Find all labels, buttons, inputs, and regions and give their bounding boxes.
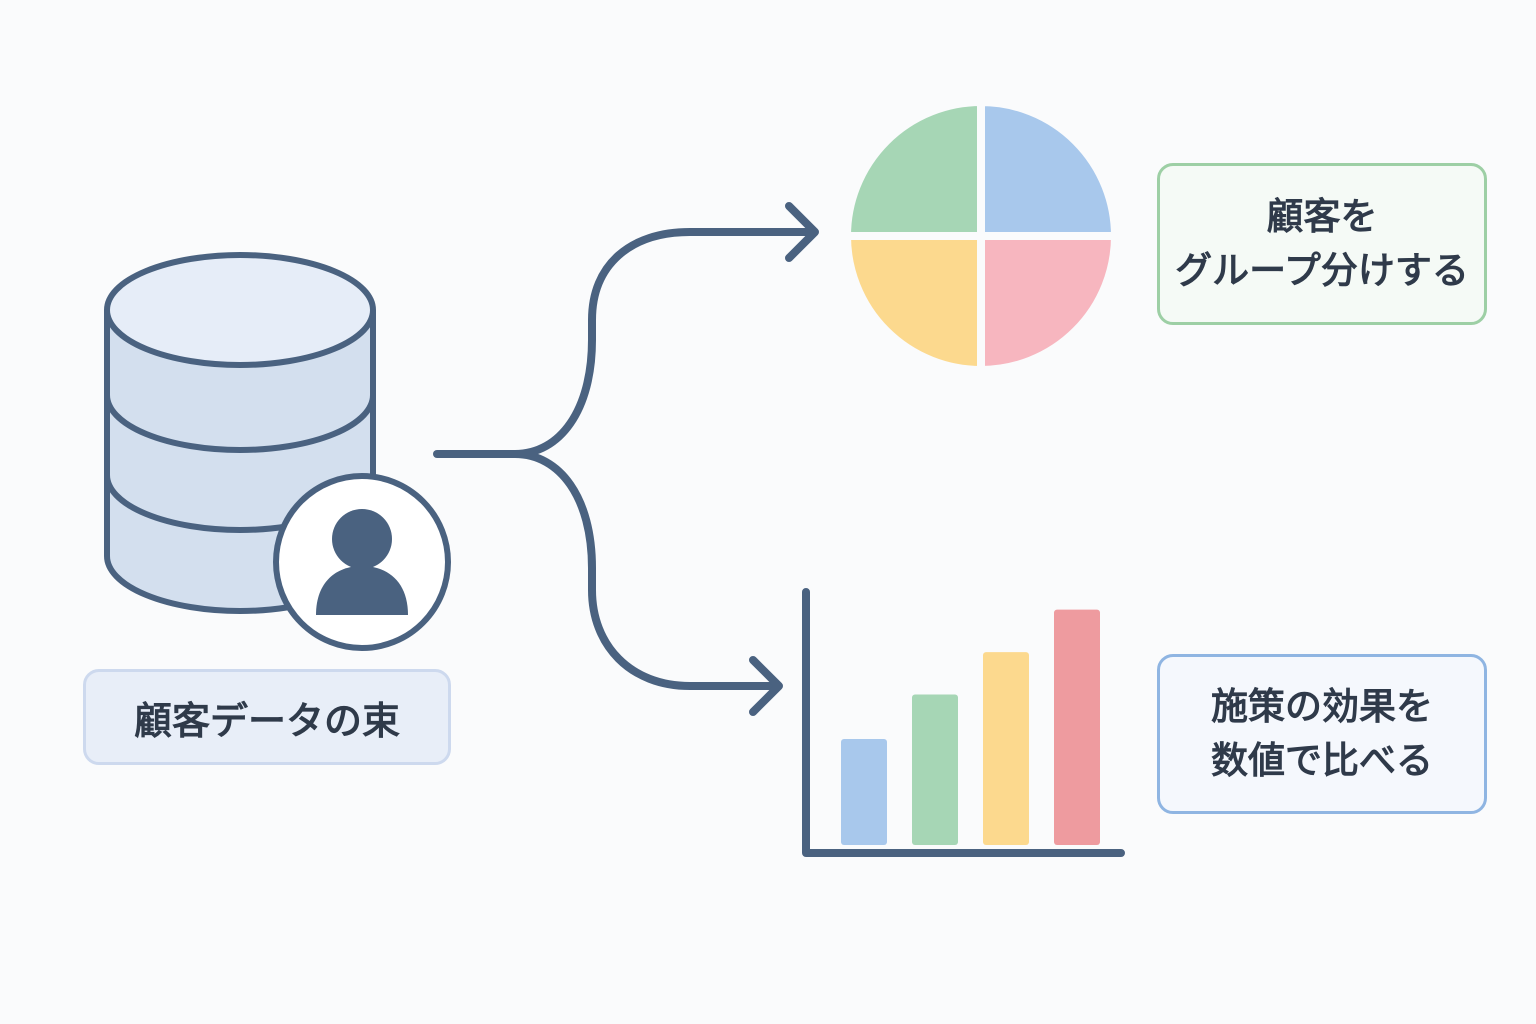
segment-label-line-1: 顧客を xyxy=(1266,195,1378,238)
pie-segment-2 xyxy=(977,232,1120,375)
user-icon xyxy=(273,473,451,651)
arrowhead-compare xyxy=(749,656,783,716)
bar-4 xyxy=(1054,609,1100,845)
arrow-to-compare xyxy=(511,450,780,690)
bar-1 xyxy=(841,739,887,845)
bar-3 xyxy=(983,652,1029,845)
database-top xyxy=(104,252,376,368)
compare-label-line-1: 施策の効果を xyxy=(1211,685,1433,728)
source-data-label-text: 顧客データの束 xyxy=(133,698,400,743)
pie-segment-1 xyxy=(977,97,1120,240)
source-data-label: 顧客データの束 xyxy=(83,669,451,765)
pie-segment-4 xyxy=(842,97,985,240)
segment-label-line-2: グループ分けする xyxy=(1175,249,1469,292)
bar-chart-axes xyxy=(802,588,1125,857)
pie-segment-3 xyxy=(842,232,985,375)
segment-customers-label: 顧客を グループ分けする xyxy=(1157,163,1487,325)
connector-arrows xyxy=(433,202,819,716)
compare-effects-label: 施策の効果を 数値で比べる xyxy=(1157,654,1487,814)
pie-chart-icon xyxy=(842,97,1120,375)
user-head xyxy=(332,509,392,569)
bar-chart-icon xyxy=(802,588,1125,857)
user-shoulders xyxy=(316,566,408,615)
database-ring-1 xyxy=(104,394,376,453)
arrow-to-segment xyxy=(511,228,816,458)
bar-2 xyxy=(912,694,958,845)
arrowhead-segment xyxy=(785,202,819,262)
compare-label-line-2: 数値で比べる xyxy=(1211,739,1433,782)
